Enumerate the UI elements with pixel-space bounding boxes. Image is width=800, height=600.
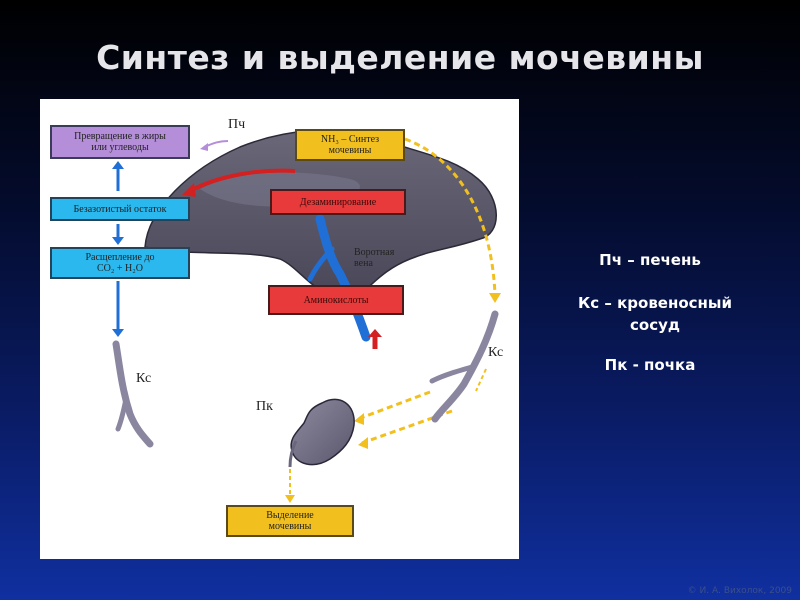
liver-label: Пч bbox=[228, 117, 246, 132]
legend-liver: Пч – печень bbox=[599, 251, 701, 269]
kidney-ureter bbox=[288, 440, 298, 468]
portal-vein bbox=[315, 214, 371, 342]
portal-vein-label: Воротная вена bbox=[354, 247, 395, 269]
diagram-graphics bbox=[112, 129, 501, 503]
red-arrowhead-up bbox=[368, 329, 382, 337]
urea-synthesis-diagram: Превращение в жиры или углеводы Безазоти… bbox=[40, 99, 519, 559]
copyright: © И. А. Вихолок, 2009 bbox=[687, 586, 792, 596]
box-breakdown-co2-h2o: Расщепление до CO₂ + H₂O bbox=[50, 247, 190, 279]
blue-arrowhead-up bbox=[112, 161, 124, 169]
yellow-arrowhead-1 bbox=[489, 293, 501, 303]
portal-vein-branch bbox=[307, 246, 335, 282]
red-arrowhead-fats bbox=[182, 183, 196, 197]
blood-vessel-left-branch bbox=[115, 396, 129, 432]
yellow-arrow-vessel-to-kidney-1 bbox=[357, 390, 431, 421]
vessel-label-left: Кс bbox=[136, 371, 152, 386]
blue-arrowhead-down-2 bbox=[112, 329, 124, 337]
box-urea-excretion: Выделение мочевины bbox=[226, 505, 354, 537]
kidney-label: Пк bbox=[256, 399, 273, 414]
box-nitrogen-free-residue: Безазотистый остаток bbox=[50, 197, 190, 221]
box-urea-synthesis: NH₃ – Синтез мочевины bbox=[295, 129, 405, 161]
yellow-arrow-small bbox=[475, 368, 487, 392]
yellow-arrowhead-3 bbox=[358, 437, 368, 449]
box-fats-carbs: Превращение в жиры или углеводы bbox=[50, 125, 190, 159]
yellow-arrow-liver-to-vessel bbox=[404, 137, 497, 296]
kidney-shape bbox=[290, 398, 355, 466]
slide-title: Синтез и выделение мочевины bbox=[96, 38, 704, 77]
box-amino-acids: Аминокислоты bbox=[268, 285, 404, 315]
blood-vessel-right-branch bbox=[429, 364, 475, 384]
legend-kidney: Пк - почка bbox=[604, 356, 696, 374]
yellow-arrowhead-4 bbox=[285, 495, 295, 503]
blue-arrowhead-down-1 bbox=[112, 237, 124, 245]
box-deamination: Дезаминирование bbox=[270, 189, 406, 215]
purple-arrowhead bbox=[200, 143, 208, 151]
blood-vessel-right bbox=[431, 310, 499, 423]
vessel-label-right: Кс bbox=[488, 345, 504, 360]
yellow-arrowhead-2 bbox=[354, 413, 364, 425]
legend-vessel: Кс – кровеносный сосуд bbox=[578, 294, 732, 334]
blood-vessel-left bbox=[112, 340, 154, 448]
red-arrow-to-fats bbox=[189, 168, 296, 193]
